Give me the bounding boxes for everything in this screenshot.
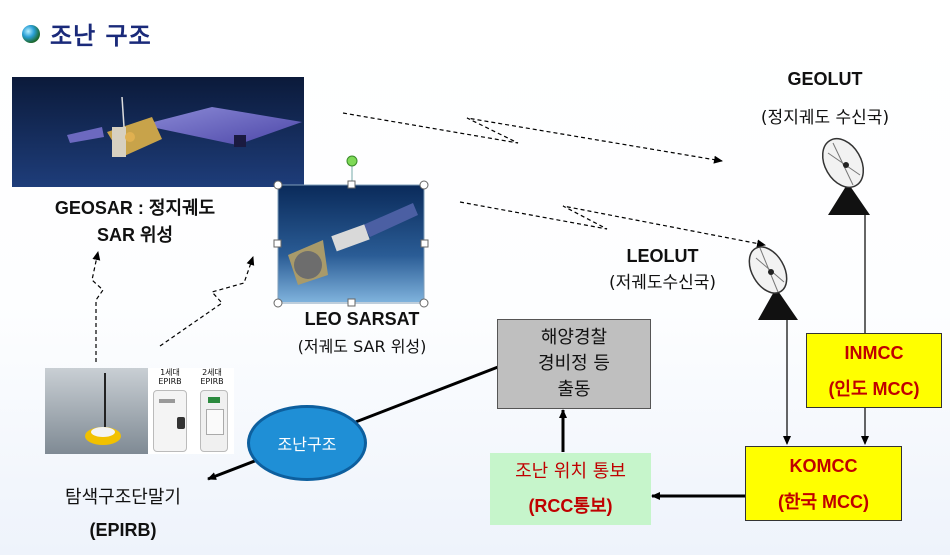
epirb-device-panels: 1세대 EPIRB 2세대 EPIRB [148,368,234,454]
downlink-leosar-leolut [459,201,766,248]
uplink-epirb-geosar [91,251,104,362]
epirb-label: 탐색구조단말기 (EPIRB) [65,487,181,540]
downlink-geosar-geolut [342,112,723,164]
inmcc-box: INMCC (인도 MCC) [806,333,942,408]
selection-frame[interactable] [270,150,435,312]
epirb-buoy-image [45,368,148,454]
geolut-dish-icon [821,138,870,215]
epirb-gen1-device [153,390,187,452]
epirb-gen1-caption: 1세대 EPIRB [158,368,182,386]
uplink-epirb-leosar [159,256,255,347]
rcc-notify-box: 조난 위치 통보 (RCC통보) [490,453,651,525]
rescue-ellipse: 조난구조 [247,405,367,481]
title-bar: 조난 구조 [22,16,152,51]
leosarsat-label: LEO SARSAT (저궤도 SAR 위성) [297,309,427,356]
leolut-label: LEOLUT (저궤도수신국) [608,246,717,293]
geosar-label: GEOSAR : 정지궤도 SAR 위성 [54,198,216,245]
epirb-gen2-caption: 2세대 EPIRB [200,368,224,386]
coastguard-box: 해양경찰 경비정 등 출동 [497,319,651,409]
globe-bullet-icon [22,24,40,43]
leolut-dish-icon [748,246,798,320]
leosarsat-satellite-image [278,185,424,302]
geosar-satellite-image [12,77,304,187]
epirb-gen2-device [200,390,228,452]
komcc-box: KOMCC (한국 MCC) [745,446,902,521]
page-title: 조난 구조 [50,22,152,50]
geolut-label: GEOLUT (정지궤도 수신국) [760,69,890,128]
